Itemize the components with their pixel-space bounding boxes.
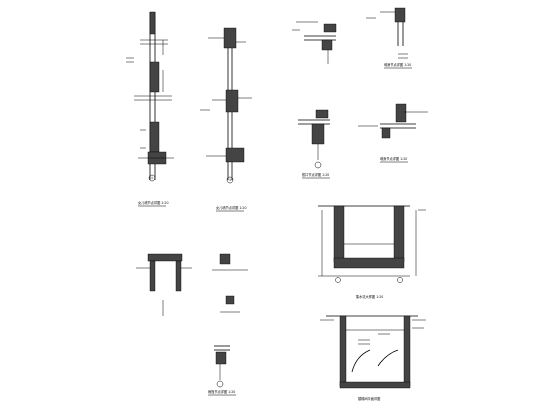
detail-title-4: 墙身节点详图 1:20	[384, 62, 411, 67]
detail-title-8: 楼梯间平面详图	[358, 396, 380, 401]
callout-1: ①	[151, 176, 154, 180]
detail-title-5: 墙身节点详图 1:20	[380, 156, 407, 161]
detail-title-1: 女儿墙节点详图 1:20	[138, 200, 168, 205]
stair-plan	[320, 315, 426, 389]
detail-title-2: 女儿墙节点详图 1:20	[216, 205, 246, 210]
pit-section	[318, 205, 417, 283]
top-right-wall-detail	[380, 7, 408, 59]
frame-detail	[136, 253, 192, 316]
base-detail	[214, 345, 230, 388]
detail-title-6: 雨篷节点详图 1:20	[208, 389, 235, 394]
wall-detail-5	[358, 103, 428, 139]
detail-title-3: 檐口节点详图 1:20	[302, 172, 329, 177]
detail-title-7: 集水坑大样图 1:20	[356, 294, 383, 299]
callout-2: ②	[229, 178, 232, 182]
wall-section-detail-2	[206, 27, 252, 184]
wall-section-detail-1	[134, 11, 174, 182]
parapet-detail-3	[298, 109, 330, 169]
joint-detail	[212, 253, 248, 313]
dimension-marks	[126, 17, 426, 329]
eave-detail	[296, 21, 337, 64]
